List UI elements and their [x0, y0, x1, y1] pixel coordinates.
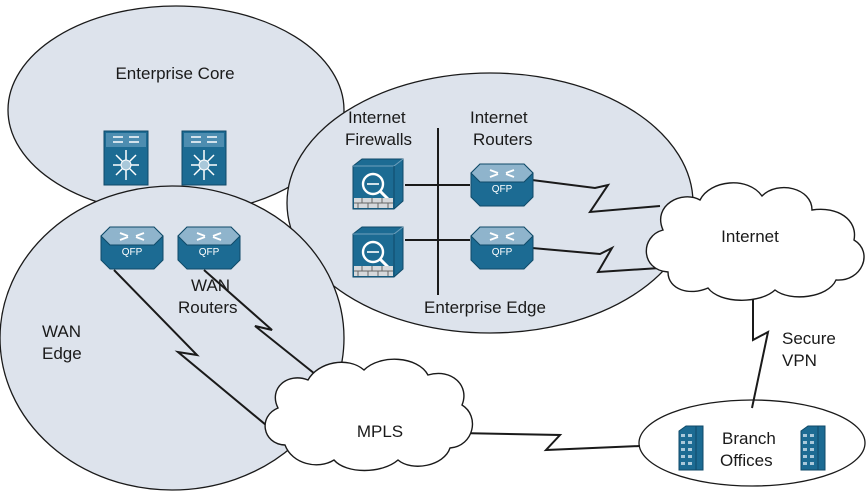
branch-offices-label-line2: Offices — [720, 451, 773, 470]
link-wan-router1-mpls — [113, 269, 279, 436]
core-switch-icon — [181, 130, 227, 186]
wan-routers-label-line1: WAN — [191, 276, 231, 295]
internet-cloud-icon — [645, 182, 865, 301]
router-icon: QFP — [470, 226, 534, 270]
secure-vpn-label-line2: VPN — [782, 351, 817, 370]
building-icon — [678, 425, 704, 471]
enterprise-core-label: Enterprise Core — [115, 64, 235, 83]
enterprise-edge-label: Enterprise Edge — [424, 298, 546, 317]
router-icon: QFP — [177, 226, 241, 270]
firewall-icon — [352, 158, 404, 210]
secure-vpn-label-line1: Secure — [782, 329, 836, 348]
internet-routers-label-line2: Routers — [473, 130, 533, 149]
link-router1-internet — [531, 179, 661, 214]
router-badge: QFP — [121, 247, 143, 258]
internet-firewalls-label-line1: Internet — [348, 108, 406, 127]
router-icon: QFP — [100, 226, 164, 270]
edge-bus — [405, 128, 470, 295]
wan-edge-zone — [0, 185, 345, 491]
mpls-cloud-label: MPLS — [356, 422, 404, 441]
core-switch-icon — [103, 130, 149, 186]
link-wan-router2-mpls — [203, 269, 321, 379]
branch-offices-label-line1: Branch — [722, 429, 776, 448]
wan-edge-label-line1: WAN — [42, 322, 82, 341]
wan-links — [113, 179, 770, 452]
wan-edge-label-line2: Edge — [42, 344, 82, 363]
router-badge: QFP — [491, 247, 513, 258]
internet-routers-label-line1: Internet — [470, 108, 528, 127]
wan-routers-label-line2: Routers — [178, 298, 238, 317]
mpls-cloud-icon — [264, 358, 474, 472]
firewall-icon — [352, 226, 404, 278]
building-icon — [800, 425, 826, 471]
router-badge: QFP — [491, 184, 513, 195]
link-vpn — [751, 299, 770, 409]
link-router2-internet — [531, 245, 661, 274]
link-mpls-branch — [457, 432, 641, 452]
router-badge: QFP — [198, 247, 220, 258]
router-icon: QFP — [470, 163, 534, 207]
internet-firewalls-label-line2: Firewalls — [345, 130, 413, 149]
internet-cloud-label: Internet — [721, 227, 779, 246]
